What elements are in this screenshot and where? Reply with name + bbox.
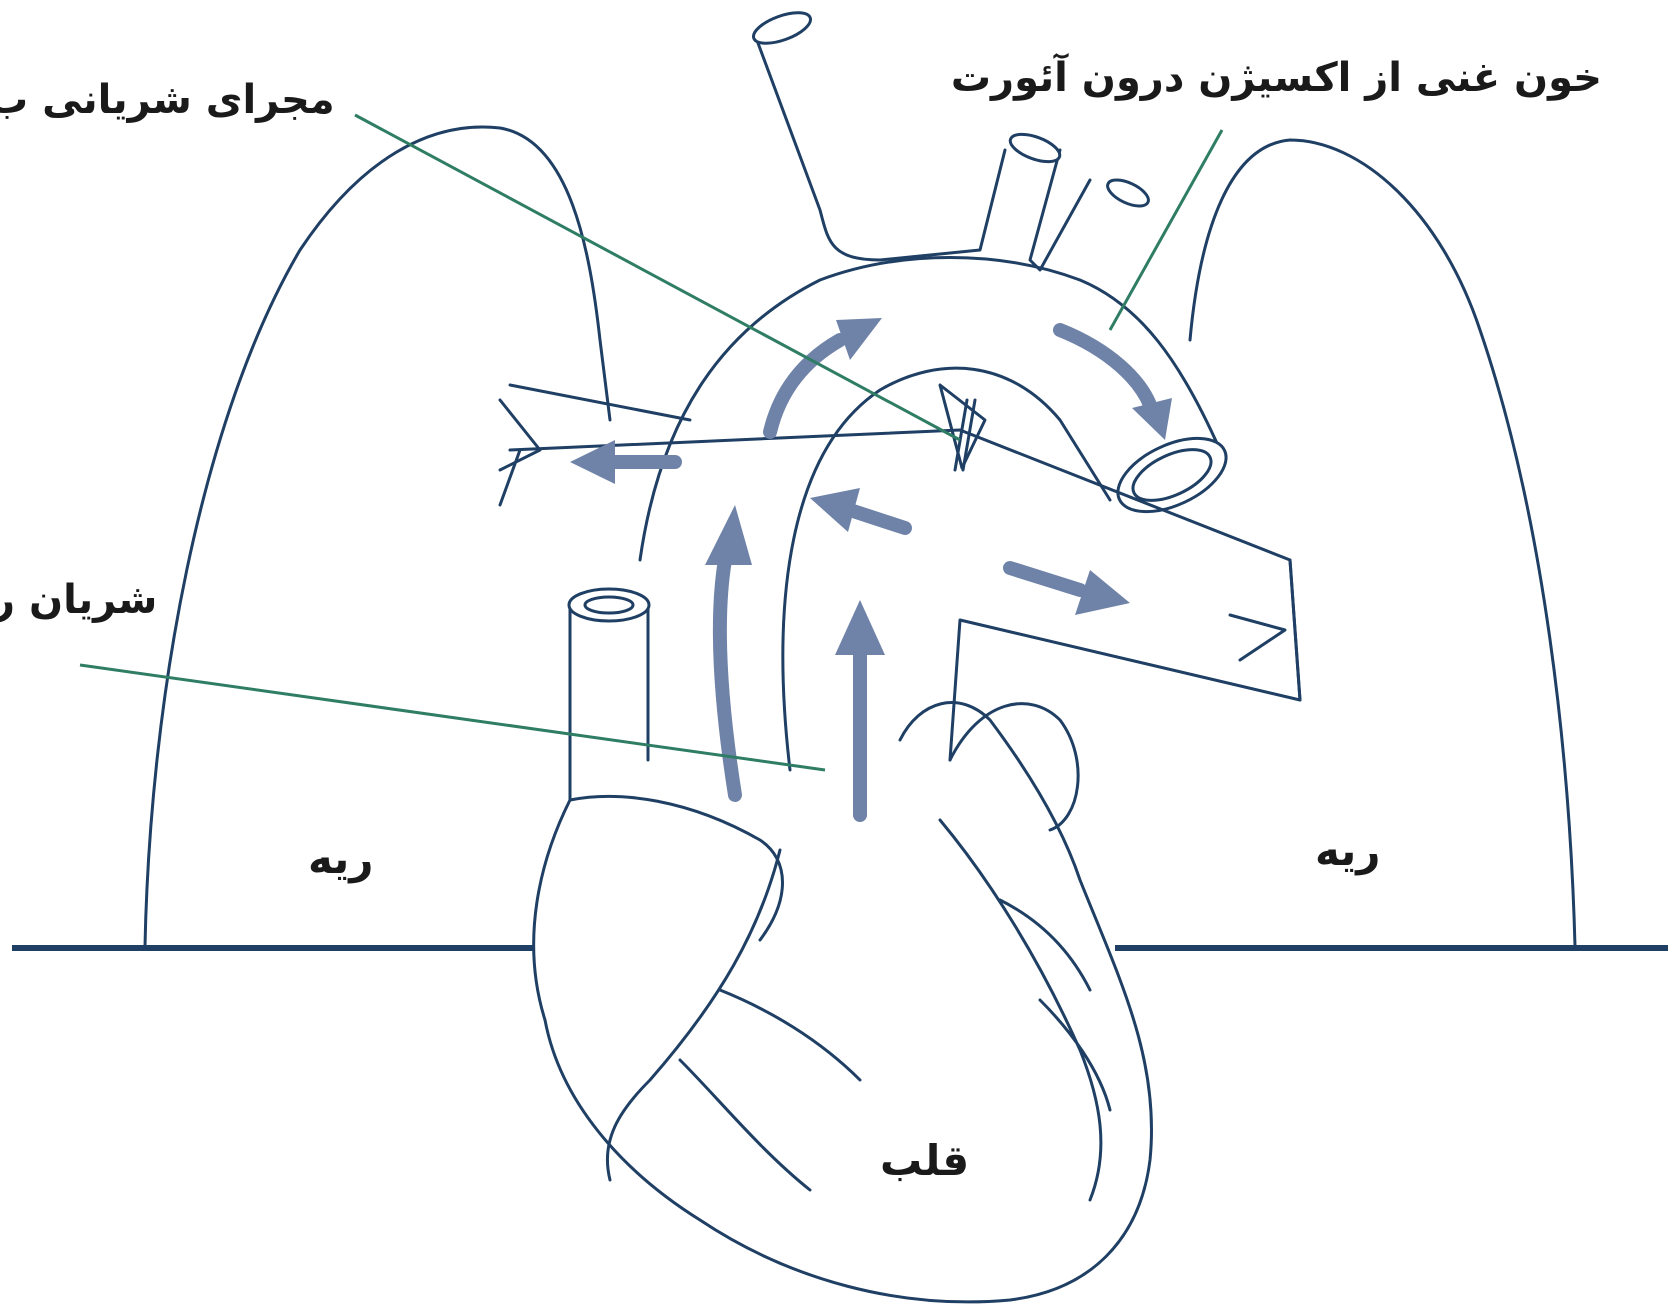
leader-aorta <box>1110 130 1222 330</box>
vena-cava <box>570 605 648 800</box>
heart-right-atrium <box>570 796 783 940</box>
left-lung <box>145 127 610 946</box>
flow-arrow-duct <box>850 510 905 528</box>
brachiocephalic-vessel-2 <box>1030 150 1090 270</box>
flow-arrow-pulmonary-right <box>1010 568 1080 590</box>
vena-cava-lumen <box>585 597 633 613</box>
flow-arrow-arch-left <box>770 340 840 432</box>
flow-arrowhead-aorta-up <box>705 505 752 565</box>
coronary-vessel-left <box>607 850 860 1190</box>
aortic-arch-inner <box>783 368 1110 770</box>
flow-arrow-aorta-up <box>720 560 735 795</box>
right-pulmonary-branch <box>1230 560 1300 700</box>
vessel-opening-1 <box>750 6 815 49</box>
leader-ductus <box>355 115 960 440</box>
vessel-opening-2 <box>1007 129 1063 167</box>
heart-left-atrium <box>950 704 1078 830</box>
flow-arrowhead-pulmonary-right <box>1075 570 1130 615</box>
label-lung-right: ریه <box>1315 830 1380 872</box>
flow-arrowhead-duct <box>810 488 860 532</box>
flow-arrow-arch-right <box>1060 330 1150 405</box>
leader-pulmonary-artery <box>80 665 825 770</box>
label-heart: قلب <box>880 1140 969 1182</box>
flow-arrowhead-arch-right <box>1132 398 1172 440</box>
label-lung-left: ریه <box>308 838 373 880</box>
label-ductus-arteriosus: مجرای شریانی ب <box>0 80 335 120</box>
label-aorta-oxygenated-blood: خون غنی از اکسیژن درون آئورت <box>951 58 1602 98</box>
vessel-opening-3 <box>1104 175 1152 212</box>
flow-arrowhead-trunk-up <box>835 600 885 655</box>
flow-arrowhead-arch-left <box>836 318 882 360</box>
label-pulmonary-artery: شریان ر <box>0 580 157 620</box>
